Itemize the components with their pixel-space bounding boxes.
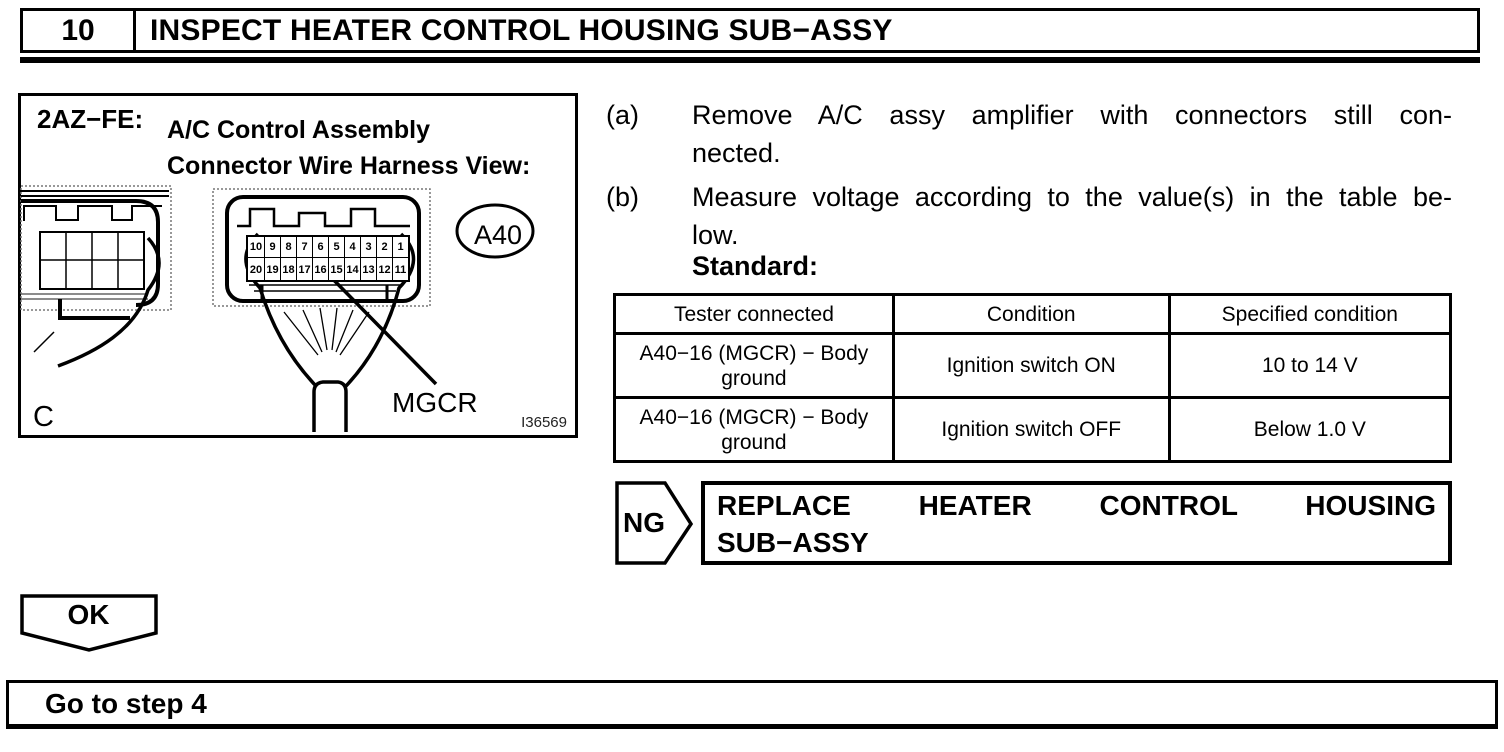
pin-grid: 10 9 8 7 6 5 4 3 2 1 20 19 18 17 16 15 1… xyxy=(246,235,410,282)
pin-cell: 10 xyxy=(248,237,264,258)
pin-cell: 2 xyxy=(376,237,392,258)
table-cell: A40−16 (MGCR) − Body ground xyxy=(616,396,892,460)
pin-cell: 18 xyxy=(280,258,296,281)
mgcr-pointer-line xyxy=(318,264,438,386)
instruction-marker: (a) xyxy=(606,100,639,130)
figure-caption-line2: Connector Wire Harness View: xyxy=(167,152,531,180)
table-cell: A40−16 (MGCR) − Body ground xyxy=(616,332,892,396)
ng-label: NG xyxy=(623,507,665,538)
step-header: 10 INSPECT HEATER CONTROL HOUSING SUB−AS… xyxy=(20,8,1480,53)
connector-figure: 2AZ−FE: A/C Control Assembly Connector W… xyxy=(18,93,578,438)
ok-label: OK xyxy=(67,599,110,630)
a40-ellipse xyxy=(455,203,535,259)
table-header-tester: Tester connected xyxy=(673,302,834,326)
pin-cell: 5 xyxy=(328,237,344,258)
wire-trunk-art xyxy=(312,380,348,432)
instruction-text-line1: Measure voltage according to the value(s… xyxy=(692,182,1452,212)
wire-fan-art xyxy=(283,307,370,356)
table-header-condition: Condition xyxy=(891,296,1168,332)
table-cell: Ignition switch ON xyxy=(891,332,1168,396)
ok-arrow-shape xyxy=(20,594,158,652)
figure-corner-letter: C xyxy=(33,401,54,433)
pin-cell: 12 xyxy=(376,258,392,281)
pin-cell: 9 xyxy=(264,237,280,258)
left-connector-art xyxy=(20,185,172,368)
pin-cell: 3 xyxy=(360,237,376,258)
right-connector-art xyxy=(212,188,535,432)
wire-harness-art xyxy=(20,185,535,432)
table-header-specified: Specified condition xyxy=(1167,296,1449,332)
pin-cell: 19 xyxy=(264,258,280,281)
instruction-text-line2: low. xyxy=(692,220,739,250)
standard-table: Tester connected Condition Specified con… xyxy=(613,293,1452,463)
instruction-text-line2: nected. xyxy=(692,138,781,168)
pin-cell: 15 xyxy=(328,258,344,281)
step-title: INSPECT HEATER CONTROL HOUSING SUB−ASSY xyxy=(150,13,893,47)
ng-action-line2: SUB−ASSY xyxy=(717,527,869,558)
pin-cell: 20 xyxy=(249,263,263,276)
standard-heading: Standard: xyxy=(692,251,819,281)
engine-label: 2AZ−FE: xyxy=(37,104,144,134)
ng-action-line1: REPLACE HEATER CONTROL HOUSING xyxy=(717,490,1436,521)
ng-action-box: REPLACE HEATER CONTROL HOUSING SUB−ASSY xyxy=(701,481,1452,565)
pin-cell: 4 xyxy=(344,237,360,258)
pin-cell: 11 xyxy=(392,258,408,281)
pin-cell: 13 xyxy=(360,258,376,281)
ok-arrow: OK xyxy=(20,594,160,656)
figure-caption-line1: A/C Control Assembly xyxy=(167,116,431,144)
pin-cell: 1 xyxy=(392,237,408,258)
instruction-text-line1: Remove A/C assy amplifier with connector… xyxy=(692,100,1452,130)
table-cell: Ignition switch OFF xyxy=(891,396,1168,460)
figure-number: I36569 xyxy=(521,414,567,431)
pin-cell: 8 xyxy=(280,237,296,258)
mgcr-pin-label: MGCR xyxy=(392,387,478,418)
header-rule xyxy=(20,57,1480,63)
table-cell: 10 to 14 V xyxy=(1167,332,1449,396)
pin-cell: 17 xyxy=(296,258,312,281)
pin-cell: 6 xyxy=(312,237,328,258)
step-number: 10 xyxy=(23,11,136,50)
instruction-marker: (b) xyxy=(606,182,639,212)
instruction-a: (a) Remove A/C assy amplifier with conne… xyxy=(606,96,1452,172)
ok-action-box: Go to step 4 xyxy=(6,680,1498,729)
pin-cell: 16 xyxy=(312,258,328,281)
ng-arrow-shape xyxy=(615,481,694,565)
table-cell: Below 1.0 V xyxy=(1167,396,1449,460)
pin-cell: 7 xyxy=(296,237,312,258)
instruction-b: (b) Measure voltage according to the val… xyxy=(606,178,1452,254)
connector-id-label: A40 xyxy=(473,219,523,250)
ng-arrow: NG xyxy=(615,481,695,565)
pin-cell: 14 xyxy=(344,258,360,281)
